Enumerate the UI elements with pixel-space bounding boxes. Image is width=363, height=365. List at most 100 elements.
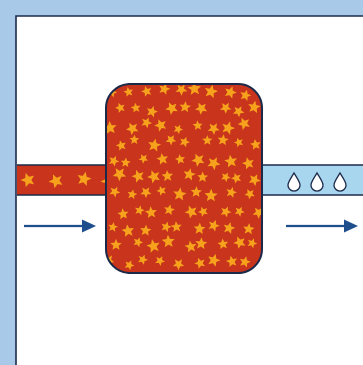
star-icon <box>156 153 168 165</box>
star-icon <box>131 169 144 183</box>
star-icon <box>220 102 232 114</box>
star-icon <box>179 136 190 148</box>
star-icon <box>224 154 237 168</box>
star-icon <box>240 89 252 101</box>
star-icon <box>192 120 203 130</box>
inflow-arrow-icon <box>24 219 96 233</box>
star-icon <box>141 86 152 97</box>
star-icon <box>127 189 138 200</box>
star-icon <box>239 256 251 268</box>
star-icon <box>190 186 202 197</box>
star-icon <box>173 124 184 135</box>
star-icon <box>191 153 205 167</box>
star-icon <box>161 221 172 233</box>
star-icon <box>208 253 221 267</box>
outlet-droplets <box>287 171 347 192</box>
droplet-icon <box>287 171 301 192</box>
star-icon <box>121 224 134 237</box>
star-icon <box>237 117 250 130</box>
star-icon <box>165 135 177 146</box>
star-icon <box>194 257 205 269</box>
star-icon <box>183 168 196 181</box>
star-icon <box>175 84 188 96</box>
star-icon <box>234 206 245 217</box>
star-icon <box>208 219 220 232</box>
star-icon <box>223 222 236 234</box>
star-icon <box>48 174 63 189</box>
star-icon <box>172 259 185 271</box>
star-icon <box>242 157 254 170</box>
star-icon <box>226 186 237 198</box>
droplet-icon <box>333 171 347 192</box>
star-icon <box>204 84 218 99</box>
residue-particles <box>106 84 262 271</box>
star-icon <box>248 174 261 187</box>
inlet-pipe-outline <box>17 164 107 196</box>
star-icon <box>155 256 165 266</box>
star-icon <box>161 234 175 248</box>
star-icon <box>250 139 261 150</box>
star-icon <box>133 237 144 248</box>
star-icon <box>109 186 121 198</box>
star-icon <box>184 205 198 219</box>
star-icon <box>179 101 191 113</box>
star-icon <box>130 102 141 113</box>
star-icon <box>140 187 152 199</box>
star-icon <box>146 239 160 253</box>
star-icon <box>217 134 229 146</box>
star-icon <box>141 117 153 129</box>
star-icon <box>123 87 133 97</box>
star-icon <box>175 154 185 165</box>
star-icon <box>221 172 231 183</box>
star-icon <box>106 121 117 134</box>
star-icon <box>124 260 135 271</box>
outlet-pipe <box>255 164 363 196</box>
star-icon <box>248 100 261 114</box>
star-icon <box>204 188 218 202</box>
star-icon <box>20 172 35 188</box>
filter-chamber <box>105 83 263 274</box>
star-icon <box>108 155 120 167</box>
frame-inner-edge <box>15 15 363 365</box>
star-icon <box>156 185 166 196</box>
star-icon <box>207 123 220 135</box>
star-icon <box>164 204 175 216</box>
star-icon <box>159 84 171 95</box>
star-icon <box>243 223 255 235</box>
star-icon <box>154 119 167 132</box>
outflow-arrow-icon <box>286 219 358 233</box>
star-icon <box>217 238 229 249</box>
star-icon <box>173 187 187 201</box>
star-icon <box>193 222 206 234</box>
star-icon <box>202 135 213 145</box>
star-icon <box>110 238 122 250</box>
star-icon <box>147 170 160 184</box>
star-icon <box>140 224 152 236</box>
star-icon <box>225 255 238 267</box>
inlet-pipe <box>17 164 117 196</box>
star-icon <box>247 238 258 249</box>
outlet-pipe-outline <box>259 164 363 196</box>
outlet-pipe-body <box>255 165 363 195</box>
star-icon <box>184 240 197 253</box>
star-icon <box>138 254 148 265</box>
star-icon <box>161 170 173 182</box>
star-icon <box>195 102 208 115</box>
droplet-icon <box>310 171 324 192</box>
star-icon <box>197 171 209 182</box>
star-icon <box>115 102 125 113</box>
star-icon <box>233 236 246 249</box>
star-icon <box>220 206 232 218</box>
star-icon <box>197 206 208 217</box>
inlet-pipe-body <box>17 165 117 195</box>
star-icon <box>120 157 131 168</box>
star-icon <box>207 157 221 171</box>
star-icon <box>225 86 237 99</box>
star-icon <box>138 154 149 164</box>
filter-chamber-outline <box>105 83 263 274</box>
star-icon <box>231 173 242 184</box>
star-icon <box>148 138 162 152</box>
star-icon <box>233 106 245 118</box>
star-icon <box>146 105 158 118</box>
